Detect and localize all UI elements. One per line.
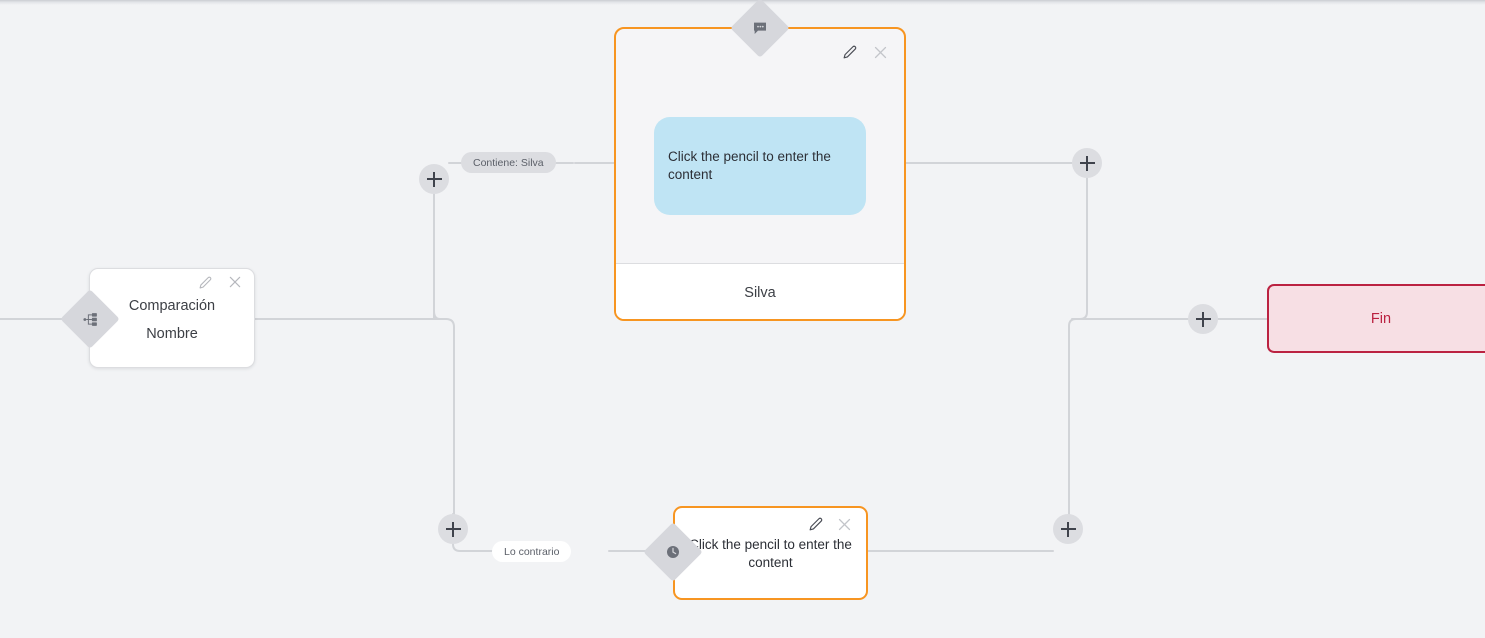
message-bubble-area: Click the pencil to enter the content — [616, 69, 904, 263]
add-node-bottom-right[interactable] — [1053, 514, 1083, 544]
wait-node-text: Click the pencil to enter the content — [689, 537, 852, 570]
chat-bubble-icon — [739, 7, 781, 49]
message-node-footer-label: Silva — [616, 263, 904, 319]
pencil-icon[interactable] — [809, 517, 823, 531]
wait-node[interactable]: Click the pencil to enter the content — [673, 506, 868, 600]
edge-label-otherwise[interactable]: Lo contrario — [492, 541, 572, 562]
close-icon[interactable] — [228, 275, 242, 289]
message-bubble-text: Click the pencil to enter the content — [654, 117, 866, 215]
message-node[interactable]: Click the pencil to enter the content Si… — [614, 27, 906, 321]
end-node[interactable]: Fin — [1267, 284, 1485, 353]
pencil-icon[interactable] — [199, 275, 212, 289]
edge-label-contains[interactable]: Contiene: Silva — [461, 152, 556, 173]
wait-node-header — [675, 508, 866, 534]
end-node-label: Fin — [1370, 310, 1392, 327]
add-node-top-left[interactable] — [419, 164, 449, 194]
comparison-subtitle: Nombre — [146, 326, 198, 343]
app-header-shadow — [0, 0, 1485, 5]
clock-icon-badge[interactable] — [643, 522, 703, 582]
clock-icon — [652, 531, 694, 573]
message-node-header — [616, 29, 904, 69]
branch-split-icon-badge[interactable] — [60, 289, 120, 349]
close-icon[interactable] — [837, 517, 852, 532]
comparison-title: Comparación — [128, 298, 216, 314]
comparison-node[interactable]: Comparación Nombre — [89, 268, 255, 368]
add-node-top-right[interactable] — [1072, 148, 1102, 178]
add-node-before-end[interactable] — [1188, 304, 1218, 334]
pencil-icon[interactable] — [843, 45, 857, 59]
close-icon[interactable] — [873, 45, 888, 60]
add-node-bottom-left[interactable] — [438, 514, 468, 544]
branch-split-icon — [69, 298, 111, 340]
chat-bubble-icon-badge[interactable] — [730, 0, 790, 58]
